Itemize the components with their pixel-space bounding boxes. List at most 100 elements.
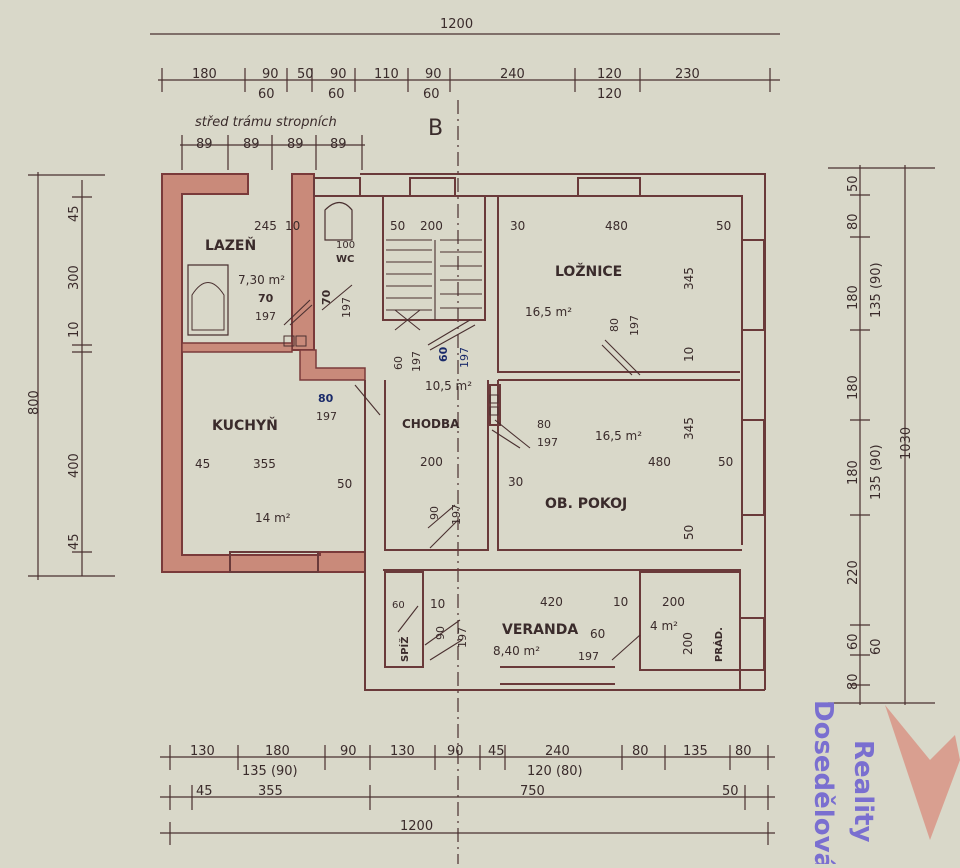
dim-ob-30: 30 bbox=[508, 475, 523, 489]
top-dim-110: 110 bbox=[374, 67, 399, 82]
door-197c: 197 bbox=[458, 347, 471, 368]
bottom-dim-135: 135 bbox=[683, 744, 708, 759]
door-70a: 70 bbox=[258, 292, 274, 305]
dim-kuch-355: 355 bbox=[253, 457, 276, 471]
room-lazen: LAZEŇ bbox=[205, 237, 256, 254]
area-loznice: 16,5 m² bbox=[525, 305, 572, 319]
right-dim-60a: 60 bbox=[846, 633, 861, 650]
dim-loz-50: 50 bbox=[716, 219, 731, 233]
door-197o: 197 bbox=[537, 436, 558, 449]
room-kuchyn: KUCHYŇ bbox=[212, 417, 278, 434]
right-dim-135b: 135 (90) bbox=[869, 444, 884, 500]
area-veranda: 8,40 m² bbox=[493, 644, 540, 658]
dim-ob-345: 345 bbox=[682, 417, 696, 440]
area-prad: 4 m² bbox=[650, 619, 678, 633]
dim-lazen-gap: 10 bbox=[285, 219, 300, 233]
door-60s: 60 bbox=[392, 356, 405, 370]
right-dim-180c: 180 bbox=[846, 460, 861, 485]
door-90c: 90 bbox=[428, 506, 441, 520]
dim-kuch-50: 50 bbox=[337, 477, 352, 491]
bathtub-icon bbox=[187, 264, 229, 336]
left-dim-400: 400 bbox=[67, 453, 82, 478]
top-dim-90c: 90 bbox=[425, 67, 442, 82]
dim-ob-50v: 50 bbox=[682, 525, 696, 540]
door-80l: 80 bbox=[608, 318, 621, 332]
walls bbox=[161, 173, 766, 691]
bottom-dim-180: 180 bbox=[265, 744, 290, 759]
left-dim-300: 300 bbox=[67, 265, 82, 290]
room-areas: 7,30 m² 14 m² 10,5 m² 16,5 m² 16,5 m² 8,… bbox=[238, 273, 678, 658]
dim-loz-480: 480 bbox=[605, 219, 628, 233]
right-dim-80b: 80 bbox=[846, 673, 861, 690]
dim-loz-345: 345 bbox=[682, 267, 696, 290]
bottom-dim-130a: 130 bbox=[190, 744, 215, 759]
beam-89a: 89 bbox=[196, 137, 213, 152]
watermark-logo: Reality Dosedělová bbox=[808, 700, 960, 868]
dim-loz-30: 30 bbox=[510, 219, 525, 233]
dim-ver-420: 420 bbox=[540, 595, 563, 609]
right-dim-180b: 180 bbox=[846, 375, 861, 400]
room-loznice: LOŽNICE bbox=[555, 263, 622, 280]
staircase bbox=[386, 239, 482, 331]
room-wc: WC bbox=[336, 254, 354, 265]
door-197v: 197 bbox=[450, 504, 463, 525]
left-dim-10: 10 bbox=[67, 321, 82, 338]
dim-chod-200: 200 bbox=[420, 455, 443, 469]
door-60c: 60 bbox=[437, 346, 450, 362]
room-ob-pokoj: OB. POKOJ bbox=[545, 496, 627, 512]
bottom-dim-355: 355 bbox=[258, 784, 283, 799]
dim-stair-200: 200 bbox=[420, 219, 443, 233]
bottom-sub-135: 135 (90) bbox=[242, 764, 298, 779]
dim-ver-10: 10 bbox=[430, 597, 445, 611]
dim-wc-door: 100 bbox=[336, 240, 355, 251]
axis-label: B bbox=[428, 116, 443, 141]
bottom-sub-120: 120 (80) bbox=[527, 764, 583, 779]
dim-prad-200v: 200 bbox=[681, 632, 695, 655]
area-lazen: 7,30 m² bbox=[238, 273, 285, 287]
dim-kuch-45: 45 bbox=[195, 457, 210, 471]
bottom-total-dim: 1200 bbox=[400, 819, 433, 834]
right-dim-80: 80 bbox=[846, 213, 861, 230]
interior-dims: 245 10 100 50 200 30 480 50 345 10 45 35… bbox=[195, 219, 733, 655]
door-197v2: 197 bbox=[456, 627, 469, 648]
right-dim-50: 50 bbox=[846, 175, 861, 192]
right-dim-60b: 60 bbox=[869, 638, 884, 655]
door-80o: 80 bbox=[537, 418, 551, 431]
bottom-dim-750: 750 bbox=[520, 784, 545, 799]
door-70b: 70 bbox=[320, 289, 333, 305]
door-swings bbox=[283, 284, 641, 661]
beam-89b: 89 bbox=[243, 137, 260, 152]
beam-note: střed trámu stropních bbox=[195, 115, 337, 130]
door-90v: 90 bbox=[434, 626, 447, 640]
bottom-dim-80a: 80 bbox=[632, 744, 649, 759]
watermark-line2: Dosedělová bbox=[808, 700, 838, 864]
bottom-dim-90a: 90 bbox=[340, 744, 357, 759]
door-80k: 80 bbox=[318, 392, 334, 405]
door-197a: 197 bbox=[255, 310, 276, 323]
room-spiz: SPÍŽ bbox=[398, 636, 411, 662]
dim-ver-10b: 10 bbox=[613, 595, 628, 609]
watermark-line1: Reality bbox=[848, 740, 878, 842]
dim-stair-50: 50 bbox=[390, 219, 405, 233]
dimension-texts: 1200 180 90 50 90 110 90 240 120 230 60 … bbox=[27, 17, 914, 834]
toilet-icon bbox=[324, 201, 353, 241]
bottom-dim-45: 45 bbox=[488, 744, 505, 759]
door-197l: 197 bbox=[628, 315, 641, 336]
bottom-dim-240: 240 bbox=[545, 744, 570, 759]
room-chodba: CHODBA bbox=[402, 417, 460, 431]
door-197s: 197 bbox=[410, 351, 423, 372]
dim-prad-200: 200 bbox=[662, 595, 685, 609]
dim-loz-10: 10 bbox=[682, 347, 696, 362]
right-total-dim: 1030 bbox=[899, 427, 914, 460]
top-dim-230: 230 bbox=[675, 67, 700, 82]
bottom-dim-80b: 80 bbox=[735, 744, 752, 759]
bottom-dim-50: 50 bbox=[722, 784, 739, 799]
beam-89d: 89 bbox=[330, 137, 347, 152]
right-dim-180a: 180 bbox=[846, 285, 861, 310]
right-dim-220: 220 bbox=[846, 560, 861, 585]
dim-ver-60: 60 bbox=[392, 600, 405, 611]
right-dim-135a: 135 (90) bbox=[869, 262, 884, 318]
door-197b: 197 bbox=[340, 297, 353, 318]
